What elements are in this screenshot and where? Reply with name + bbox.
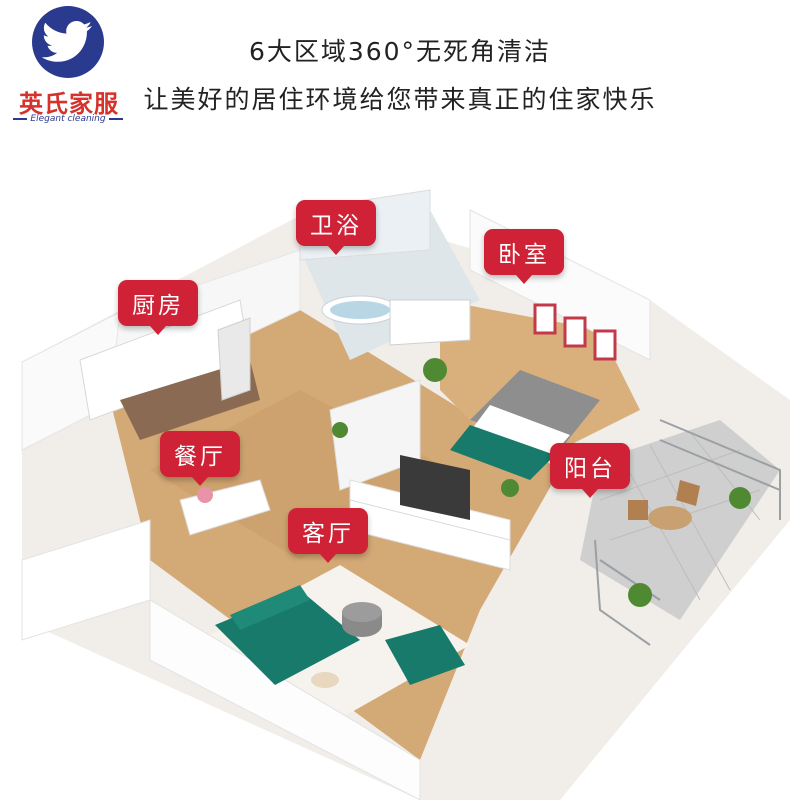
brand-tagline: Elegant cleaning — [8, 114, 128, 124]
room-tag-kitchen: 厨房 — [118, 280, 198, 335]
room-tag-bedroom: 卧室 — [484, 229, 564, 284]
room-tag-dining: 餐厅 — [160, 431, 240, 486]
headline-secondary: 让美好的居住环境给您带来真正的住家快乐 — [143, 85, 657, 114]
room-tag-living: 客厅 — [288, 508, 368, 563]
headline-primary: 6大区域360°无死角清洁 — [248, 37, 552, 66]
bird-logo-icon — [32, 6, 104, 78]
brand-logo: 英氏家服 Elegant cleaning — [8, 6, 128, 124]
room-tag-balcony: 阳台 — [550, 443, 630, 498]
room-tag-bathroom: 卫浴 — [296, 200, 376, 255]
